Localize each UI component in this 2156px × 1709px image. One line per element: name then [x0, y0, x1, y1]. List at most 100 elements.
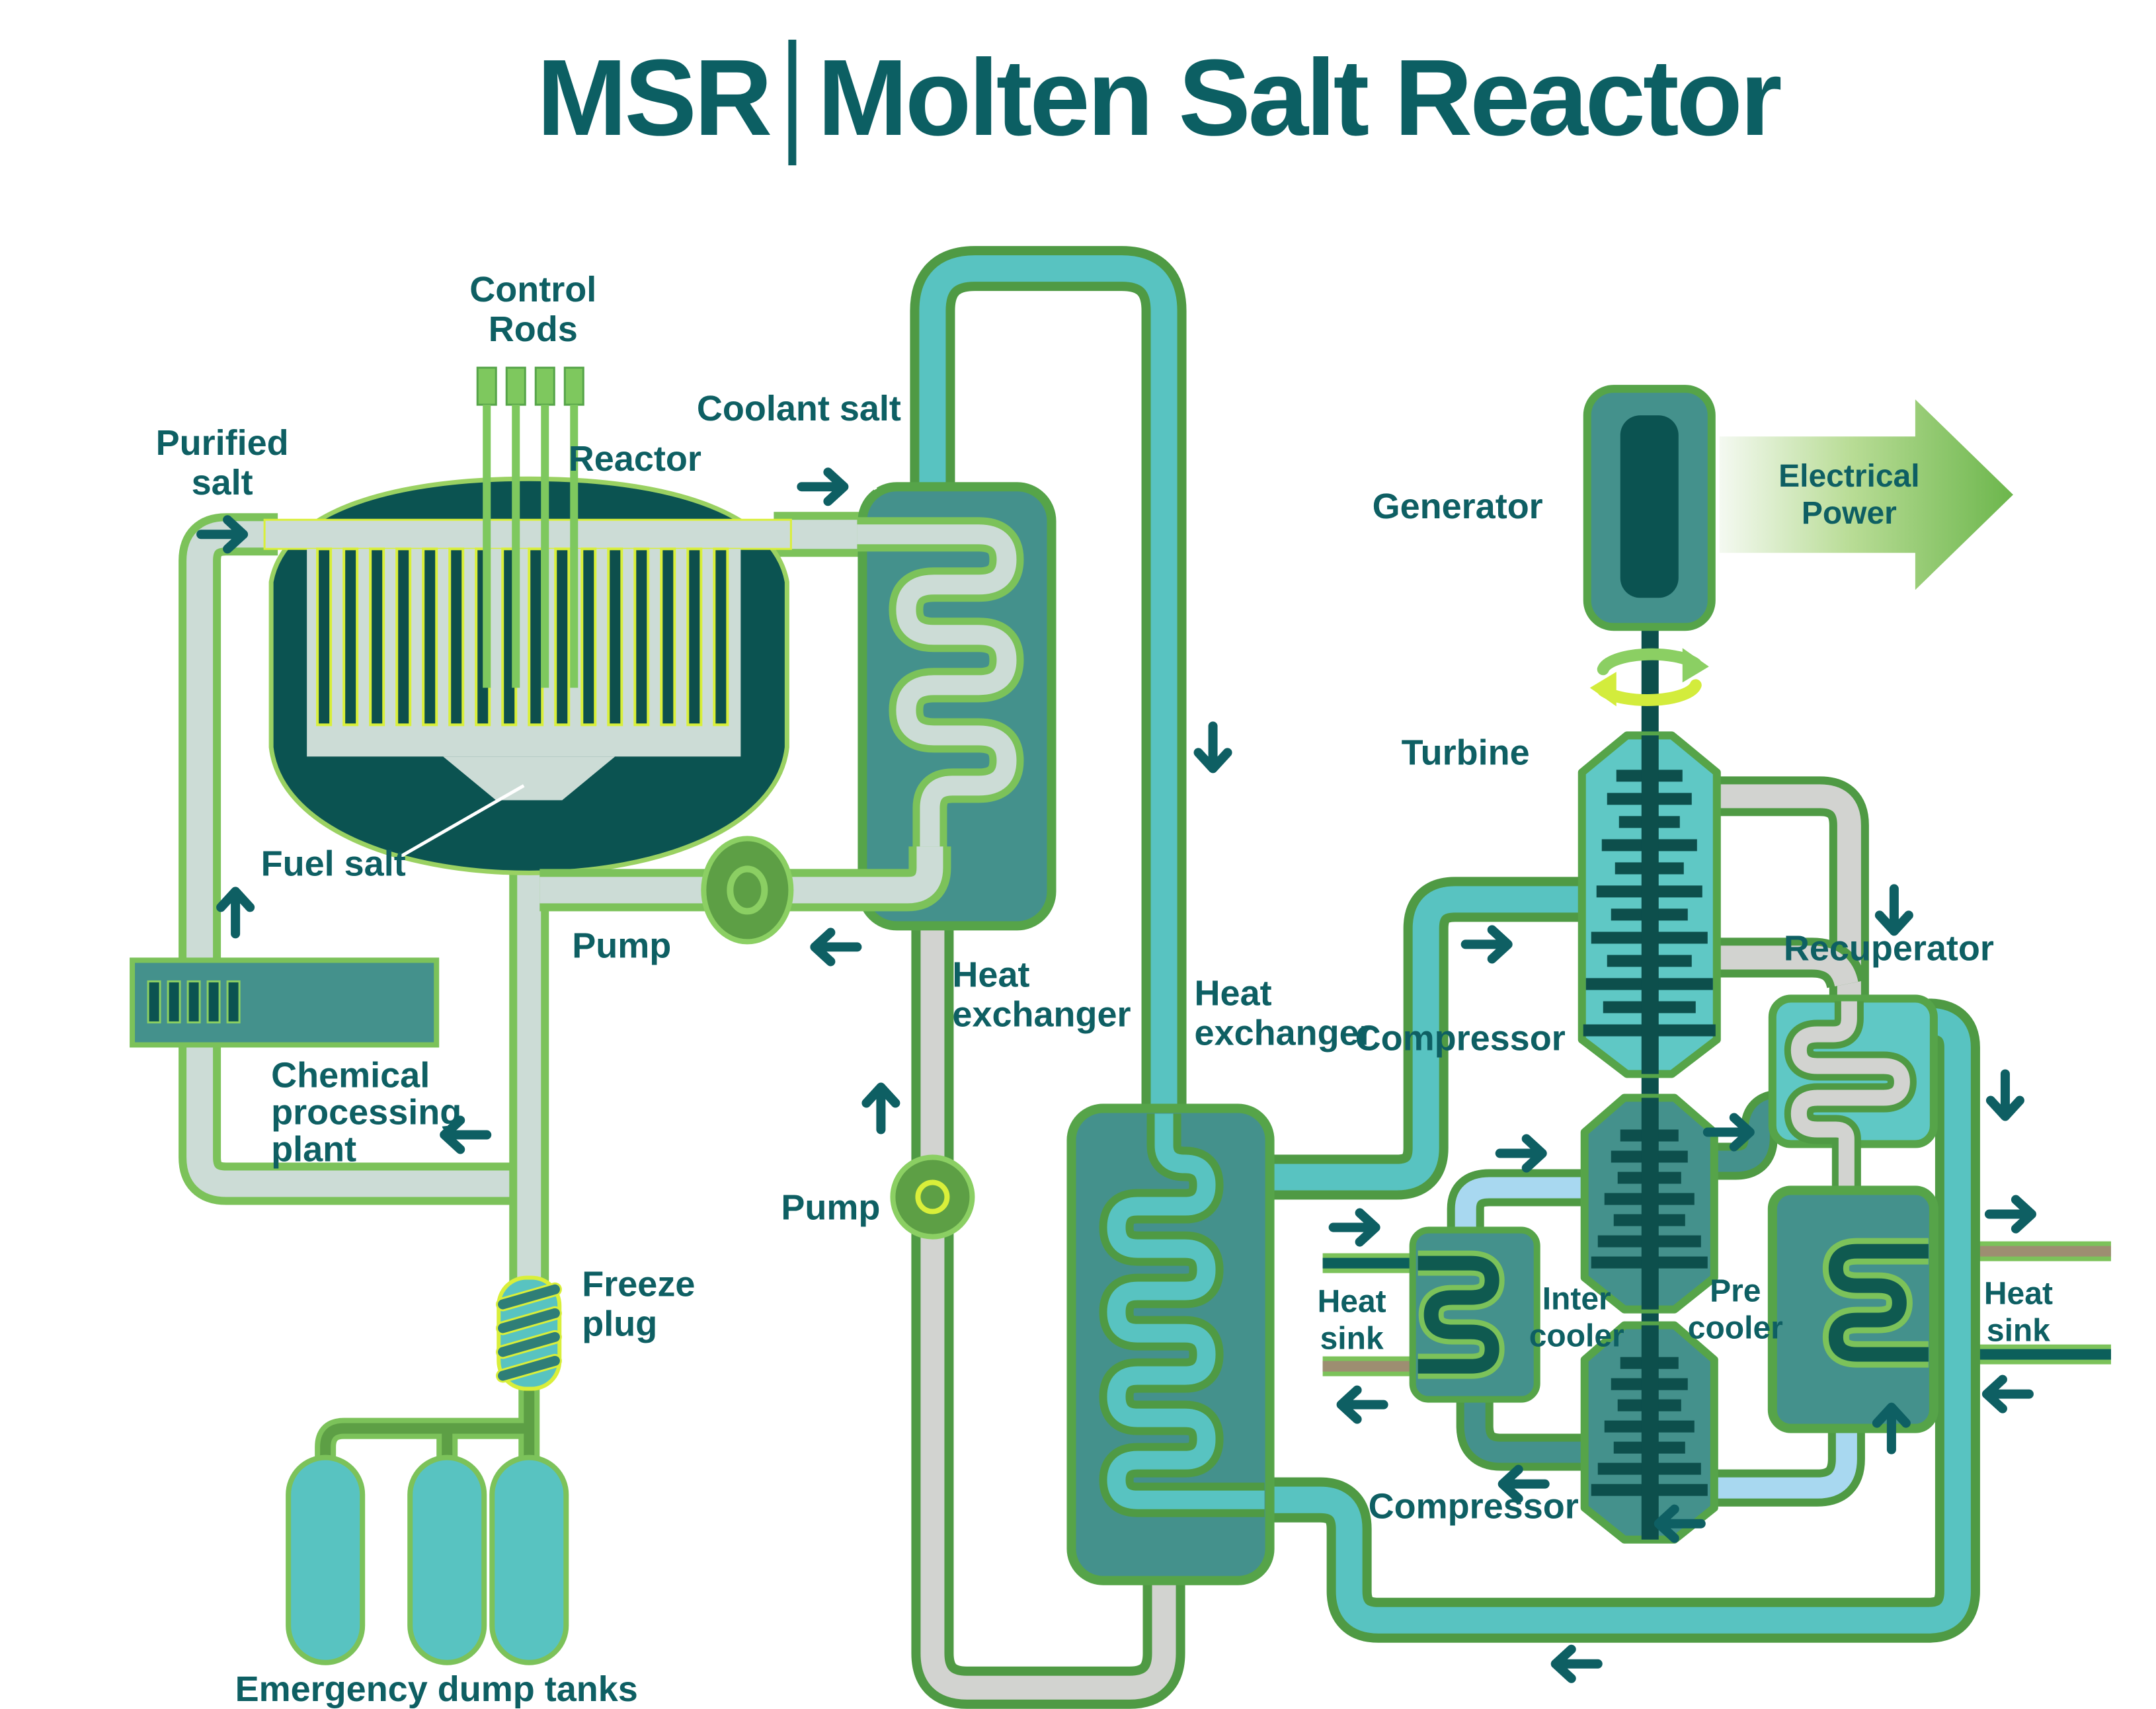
chemical-plant-label3: plant	[271, 1130, 356, 1170]
reactor-outlet-arrow	[797, 467, 849, 506]
freeze-plug-label: Freeze	[582, 1265, 695, 1304]
secondary-pump-label: Pump	[781, 1188, 880, 1228]
right-heat-sink-label: Heat	[1984, 1277, 2053, 1312]
dump-tank-2	[407, 1454, 487, 1665]
precooler-label2: cooler	[1688, 1311, 1783, 1346]
turbine-exhaust-lower	[1706, 945, 1858, 987]
chemical-loop-arrow	[440, 1115, 492, 1154]
precooler-coil	[1828, 1244, 1929, 1362]
compressor-bottom-label: Compressor	[1369, 1487, 1579, 1527]
compressor-top-unit	[1580, 1093, 1718, 1314]
primary-pump	[701, 836, 794, 945]
recuperator-coil	[1790, 1001, 1910, 1193]
dump-tank-3	[489, 1454, 569, 1665]
purified-salt-label2: salt	[192, 463, 253, 502]
compressor-to-recuperator-arrow	[1702, 1113, 1755, 1152]
purified-salt-inlet-arrow	[196, 515, 249, 554]
hx1-label: Heat	[952, 955, 1029, 994]
secondary-pump-impeller	[915, 1179, 950, 1214]
generator	[1583, 385, 1716, 631]
heat-exchanger-1	[539, 435, 1057, 931]
freeze-plug-label2: plug	[582, 1304, 657, 1344]
generator-label: Generator	[1373, 487, 1543, 526]
compressor-to-intercooler-arrow	[1497, 1464, 1550, 1503]
reactor-label: Reactor	[569, 439, 701, 479]
chemical-processing-plant	[130, 957, 440, 1048]
bottom-return-run-arrow	[1550, 1644, 1603, 1683]
purified-salt-label: Purified	[156, 423, 289, 463]
electrical-power-arrow	[1719, 399, 2013, 590]
recuperator-label: Recuperator	[1784, 928, 1994, 968]
coolant-riser-arrow	[861, 1082, 900, 1134]
control-rods-label: Control	[469, 270, 596, 309]
fuel-salt-label: Fuel salt	[261, 844, 406, 883]
precooler-label: Pre	[1710, 1274, 1761, 1309]
reactor-funnel	[443, 756, 616, 801]
recuperator	[1768, 994, 1938, 1193]
hx2-label: Heat	[1195, 973, 1272, 1013]
compressor-bottom-blades	[1591, 1325, 1708, 1540]
coolant-salt-label: Coolant salt	[697, 389, 901, 428]
dump-tank-1	[286, 1454, 366, 1665]
reactor-top-plenum	[263, 518, 792, 550]
title-abbr: MSR	[537, 36, 771, 158]
precooler-out-pipe	[1708, 1428, 1857, 1499]
turbine	[1577, 731, 1721, 1078]
precooler-riser-arrow	[1872, 1402, 1911, 1454]
intercooler-to-compressor-arrow	[1495, 1134, 1547, 1173]
primary-pump-label: Pump	[572, 926, 671, 965]
heat-exchanger-2	[1066, 1103, 1275, 1585]
left-heat-sink-out-arrow	[1336, 1385, 1388, 1424]
compressor-top-blades	[1591, 1097, 1708, 1310]
emergency-dump-tanks	[286, 1454, 569, 1665]
hx2-label2: exchanger	[1195, 1013, 1373, 1053]
page-title: MSR Molten Salt Reactor	[537, 36, 1784, 166]
shaft-rotation-icon	[1589, 648, 1709, 707]
coolant-return-pipe	[920, 919, 1176, 1700]
compressor-intercooler-pipe	[1464, 1394, 1590, 1463]
compressor-bottom-unit	[1580, 1321, 1718, 1544]
compressor-recuperator-pipe	[1708, 1097, 1781, 1172]
chemical-plant-slots	[147, 980, 241, 1023]
into-bottom-compressor-arrow	[1654, 1504, 1706, 1543]
left-heat-sink-label: Heat	[1318, 1285, 1386, 1320]
coolant-downcomer-arrow	[1193, 721, 1232, 774]
left-heat-sink-in-arrow	[1328, 1208, 1380, 1247]
right-heat-sink-out-arrow	[1981, 1374, 2034, 1413]
hot-gas-pipe	[1256, 886, 1590, 1191]
control-rods	[476, 366, 584, 688]
chemical-plant-label: Chemical	[271, 1055, 430, 1095]
compressor-top-label: Compressor	[1355, 1018, 1566, 1058]
intercooler-out-pipe	[1455, 1177, 1590, 1236]
hx1-coil	[857, 524, 1017, 857]
hx1-label2: exchanger	[952, 994, 1131, 1034]
right-heat-sink-label2: sink	[1987, 1314, 2050, 1349]
dump-tanks-label: Emergency dump tanks	[235, 1669, 638, 1709]
intercooler-label2: cooler	[1529, 1319, 1624, 1354]
freeze-plug	[496, 1275, 562, 1391]
fuel-return-arrow	[810, 928, 862, 967]
title-name: Molten Salt Reactor	[817, 36, 1780, 158]
right-heat-sink-in-arrow	[1984, 1195, 2036, 1234]
title-divider	[788, 40, 797, 166]
flow-arrows	[196, 467, 2036, 1683]
turbine-exhaust-upper	[1706, 784, 1861, 1006]
purified-salt-riser-arrow	[216, 887, 255, 939]
gas-return-pipe	[1256, 1008, 1971, 1634]
secondary-pump	[890, 1154, 975, 1240]
hx2-coil	[1107, 1113, 1265, 1509]
coolant-loop-pipe	[919, 255, 1178, 1118]
precooler	[1767, 1185, 1938, 1433]
recuperator-downcomer-arrow	[1985, 1069, 2024, 1121]
coolant-salt-pointer	[845, 435, 877, 491]
electrical-power-label2: Power	[1802, 496, 1897, 531]
fuel-return-pipe	[539, 846, 943, 904]
primary-pump-impeller	[727, 865, 768, 915]
reactor-vessel	[263, 366, 792, 875]
generator-rotor	[1620, 415, 1679, 598]
intercooler	[1409, 1226, 1540, 1403]
fuel-salt-pointer	[398, 784, 525, 859]
chemical-plant-label2: processing	[271, 1093, 461, 1133]
intercooler-coil	[1417, 1255, 1499, 1374]
